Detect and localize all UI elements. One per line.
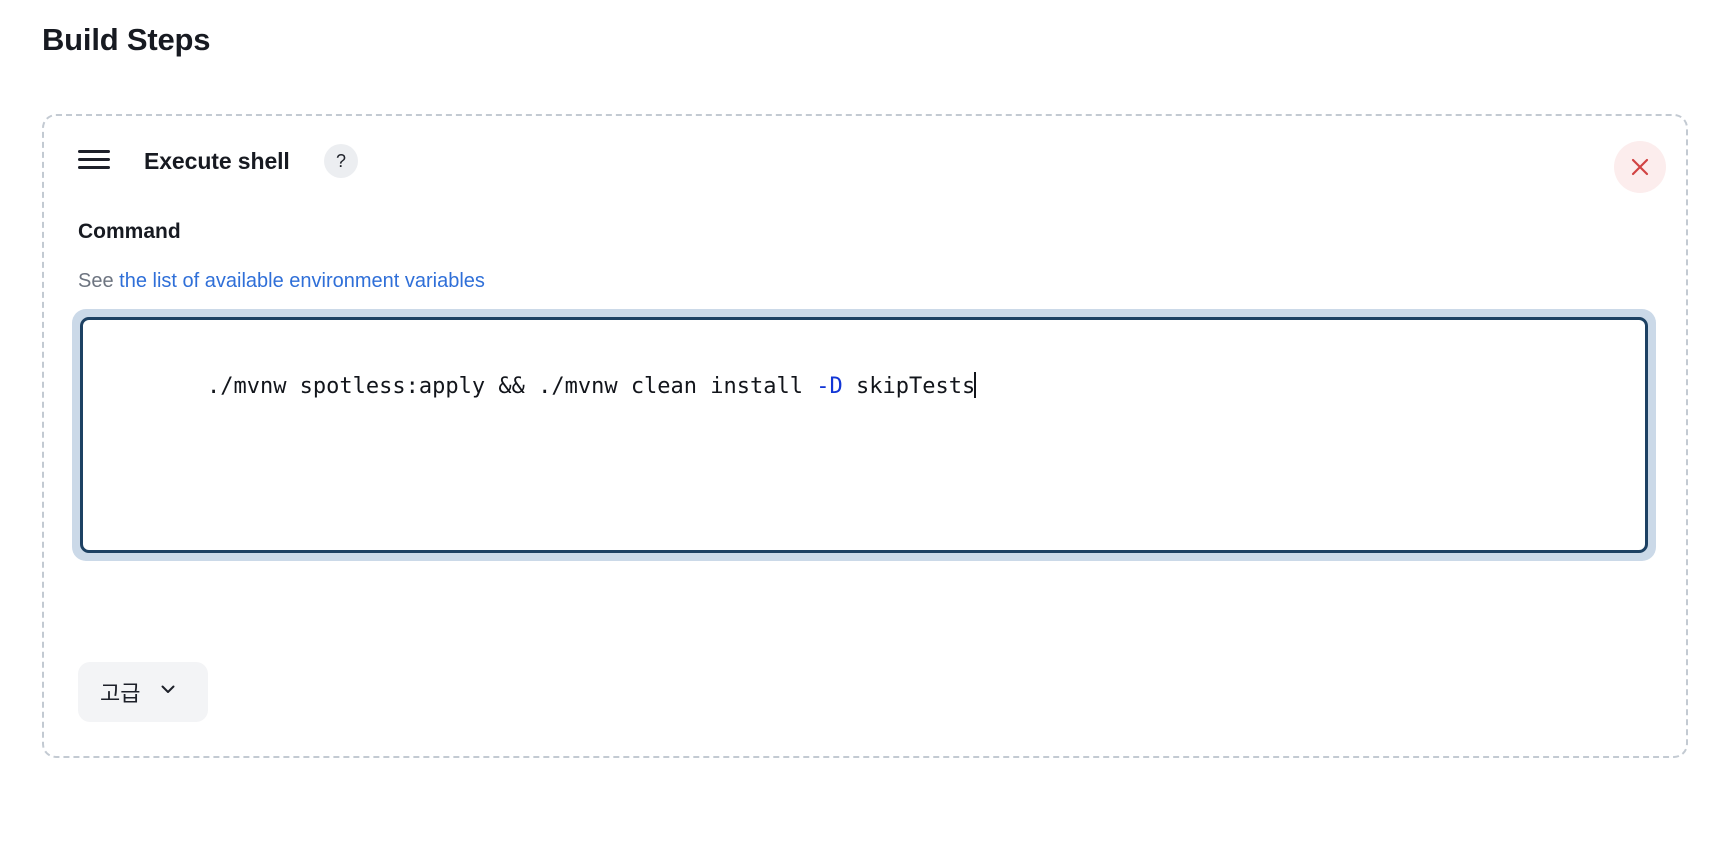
command-help-prefix: See [78, 270, 120, 292]
page-title: Build Steps [42, 22, 211, 57]
command-input[interactable]: ./mvnw spotless:apply && ./mvnw clean in… [80, 317, 1648, 553]
text-caret [974, 372, 977, 398]
drag-line [78, 166, 110, 169]
help-icon[interactable]: ? [324, 144, 358, 178]
advanced-toggle-label: 고급 [100, 681, 141, 706]
hamburger-drag-icon[interactable] [78, 149, 110, 171]
resize-grip-icon[interactable] [1622, 528, 1638, 544]
command-text-suffix: skipTests [842, 374, 976, 399]
build-step-header: Execute shell ? [44, 116, 1686, 212]
remove-step-button[interactable] [1614, 141, 1666, 193]
build-step-card: Execute shell ? Command See the list of … [42, 114, 1688, 758]
command-text-flag: -D [816, 374, 843, 399]
advanced-toggle-button[interactable]: 고급 [78, 662, 208, 722]
command-textarea-focus-ring: ./mvnw spotless:apply && ./mvnw clean in… [72, 309, 1656, 561]
build-step-title: Execute shell [144, 148, 290, 174]
chevron-down-icon [158, 679, 178, 705]
drag-line [78, 158, 110, 161]
command-text-prefix: ./mvnw spotless:apply && ./mvnw clean in… [206, 374, 817, 399]
command-field-help: See the list of available environment va… [78, 268, 485, 294]
close-x-icon [1629, 156, 1651, 178]
drag-line [78, 150, 110, 153]
command-field-label: Command [78, 220, 181, 243]
environment-variables-link[interactable]: the list of available environment variab… [119, 270, 485, 292]
